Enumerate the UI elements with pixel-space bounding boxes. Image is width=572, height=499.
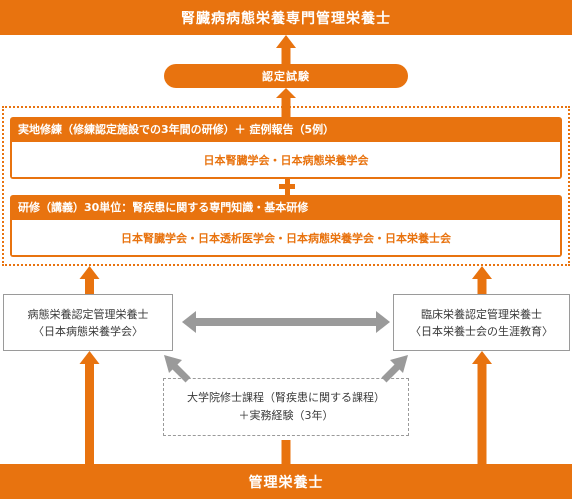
lecture-training-orgs: 日本腎臓学会・日本透析医学会・日本病態栄養学会・日本栄養士会 — [12, 220, 560, 255]
double-arrow-icon — [182, 311, 390, 333]
arrow-up-icon-top — [276, 35, 296, 64]
exam-label: 認定試験 — [262, 70, 310, 83]
clinical-nutrition-box: 臨床栄養認定管理栄養士 〈日本栄養士会の生涯教育〉 — [393, 294, 570, 351]
pathology-nutrition-box: 病態栄養認定管理栄養士 〈日本病態栄養学会〉 — [3, 294, 173, 351]
arrow-up-icon-left-lower — [79, 351, 100, 464]
diagonal-arrow-left-icon — [164, 355, 182, 373]
clinical-nutrition-line1: 臨床栄養認定管理栄養士 — [421, 307, 542, 321]
arrow-up-icon-right-upper — [472, 266, 492, 294]
exam-pill: 認定試験 — [164, 64, 408, 88]
practical-training-title: 実地修練（修練認定施設での3年間の研修）＋ 症例報告（5例） — [18, 123, 335, 136]
plus-icon-vertical — [284, 178, 290, 195]
diagonal-arrow-right-icon — [390, 355, 408, 373]
top-title-bar: 腎臓病病態栄養専門管理栄養士 — [0, 0, 572, 35]
practical-training-panel: 実地修練（修練認定施設での3年間の研修）＋ 症例報告（5例） 日本腎臓学会・日本… — [10, 117, 562, 179]
arrow-up-icon-graduate — [281, 440, 291, 464]
clinical-nutrition-line2: 〈日本栄養士会の生涯教育〉 — [410, 324, 553, 338]
pathology-nutrition-line1: 病態栄養認定管理栄養士 — [27, 307, 149, 321]
pathology-nutrition-line2: 〈日本病態栄養学会〉 — [33, 324, 143, 338]
arrow-up-icon-left-upper — [79, 266, 100, 294]
graduate-course-line2: ＋実務経験（3年） — [238, 409, 334, 422]
bottom-title: 管理栄養士 — [248, 474, 324, 491]
graduate-course-box: 大学院修士課程（腎疾患に関する課程） ＋実務経験（3年） — [163, 378, 409, 436]
graduate-course-line1: 大学院修士課程（腎疾患に関する課程） — [187, 391, 385, 404]
bottom-title-bar: 管理栄養士 — [0, 464, 572, 499]
top-title: 腎臓病病態栄養専門管理栄養士 — [181, 10, 391, 27]
arrow-up-icon-right-lower — [472, 351, 492, 464]
practical-training-orgs: 日本腎臓学会・日本病態栄養学会 — [12, 142, 560, 177]
arrow-up-icon-exam — [276, 88, 296, 117]
lecture-training-title: 研修（講義）30単位：腎疾患に関する専門知識・基本研修 — [18, 201, 309, 214]
lecture-training-panel: 研修（講義）30単位：腎疾患に関する専門知識・基本研修 日本腎臓学会・日本透析医… — [10, 195, 562, 257]
